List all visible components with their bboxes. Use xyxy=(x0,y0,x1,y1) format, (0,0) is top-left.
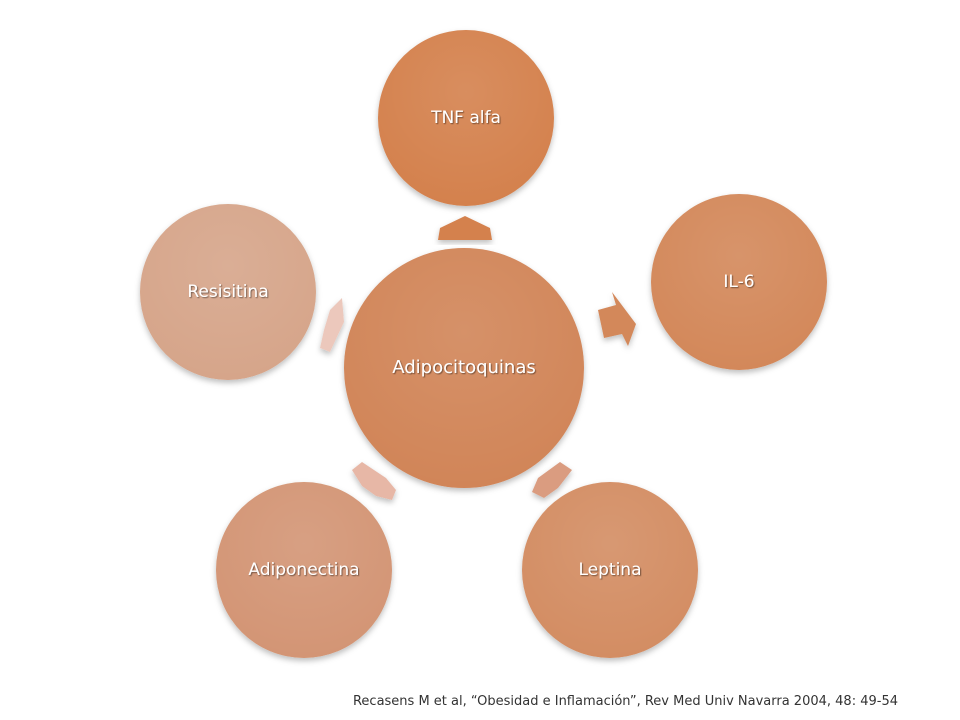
node-tnf-alfa-label: TNF alfa xyxy=(430,108,501,128)
node-adiponectina: Adiponectina xyxy=(216,482,392,658)
node-center: Adipocitoquinas xyxy=(344,248,584,488)
node-center-label: Adipocitoquinas xyxy=(392,357,535,378)
arrow-to-leptina xyxy=(532,462,572,498)
node-tnf-alfa: TNF alfa xyxy=(378,30,554,206)
arrow-to-il6 xyxy=(598,292,636,346)
arrow-to-tnf-alfa xyxy=(438,216,492,240)
node-leptina-label: Leptina xyxy=(578,560,641,580)
arrow-to-adiponectina xyxy=(352,462,396,500)
node-il6: IL-6 xyxy=(651,194,827,370)
arrow-to-resisitina xyxy=(320,298,344,352)
node-il6-label: IL-6 xyxy=(723,272,754,292)
radial-diagram: TNF alfa IL-6 Leptina Adiponectina Resis… xyxy=(140,30,827,658)
node-leptina: Leptina xyxy=(522,482,698,658)
citation-text: Recasens M et al, “Obesidad e Inflamació… xyxy=(352,694,898,709)
node-adiponectina-label: Adiponectina xyxy=(248,560,359,580)
node-resisitina: Resisitina xyxy=(140,204,316,380)
node-resisitina-label: Resisitina xyxy=(187,282,268,302)
